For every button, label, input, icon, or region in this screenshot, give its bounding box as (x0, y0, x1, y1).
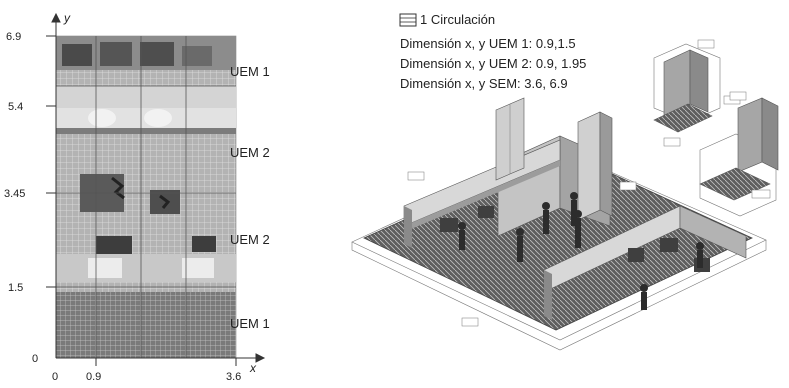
zone-label: UEM 2 (230, 232, 270, 247)
x-tick-label: 3.6 (226, 371, 241, 383)
isometric-office-view (351, 97, 767, 351)
y-tick-label: 1.5 (8, 282, 23, 294)
plan-reference-lines (56, 36, 236, 358)
legend-title: 1 Circulación (420, 12, 496, 27)
zone-label: UEM 2 (230, 145, 270, 160)
zone-label: UEM 1 (230, 64, 270, 79)
legend-line: Dimensión x, y SEM: 3.6, 6.9 (400, 76, 568, 91)
legend-line: Dimensión x, y UEM 2: 0.9, 1.95 (400, 56, 587, 71)
y-tick-label: 3.45 (4, 188, 25, 200)
zone-label: UEM 1 (230, 316, 270, 331)
legend-line: Dimensión x, y UEM 1: 0.9,1.5 (400, 36, 576, 51)
y-tick-label: 0 (32, 353, 38, 365)
axis-y-label: y (63, 11, 71, 25)
y-tick-label: 5.4 (8, 101, 23, 113)
x-tick-label: 0 (52, 371, 58, 383)
y-tick-label: 6.9 (6, 31, 21, 43)
inset-uem1-view (653, 39, 741, 147)
plan-axes (46, 12, 266, 366)
inset-uem2-view (699, 91, 779, 217)
x-tick-label: 0.9 (86, 371, 101, 383)
circulation-hatch-swatch (399, 13, 417, 27)
plan-area (55, 35, 237, 359)
axis-x-label: x (249, 361, 257, 375)
